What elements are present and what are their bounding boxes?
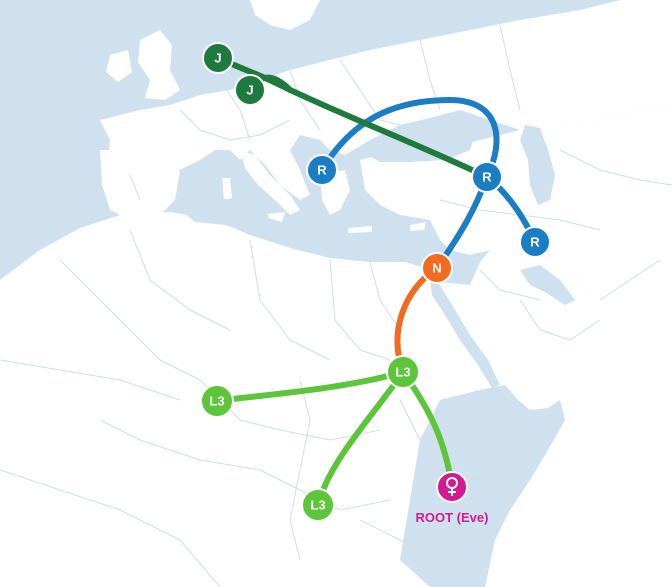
border-line bbox=[129, 174, 141, 201]
middle-east-land bbox=[360, 105, 672, 330]
node-label: R bbox=[317, 163, 327, 178]
route-r-to-j bbox=[215, 55, 490, 180]
route-l3-to-west bbox=[214, 369, 406, 404]
europe-land bbox=[100, 0, 672, 200]
node-label: R bbox=[482, 170, 492, 185]
root-caption: ROOT (Eve) bbox=[416, 510, 489, 525]
border-line bbox=[459, 429, 531, 451]
node-root[interactable] bbox=[436, 471, 468, 503]
border-line bbox=[289, 379, 311, 561]
border-line bbox=[59, 259, 201, 381]
border-line bbox=[559, 149, 672, 186]
node-n1[interactable]: N bbox=[421, 252, 453, 284]
italy-land bbox=[240, 150, 300, 215]
border-line bbox=[99, 419, 261, 471]
border-line bbox=[599, 259, 661, 301]
iberia-land bbox=[100, 150, 180, 220]
node-label: J bbox=[214, 51, 221, 66]
route-r-loop-to-balkans bbox=[319, 97, 500, 180]
node-r3[interactable]: R bbox=[519, 226, 551, 258]
node-l3-south[interactable]: L3 bbox=[301, 488, 335, 522]
border-line bbox=[369, 261, 401, 331]
caspian-sea bbox=[520, 125, 555, 205]
border-line bbox=[0, 469, 221, 587]
node-l3-center[interactable]: L3 bbox=[386, 355, 420, 389]
node-label: R bbox=[530, 235, 540, 250]
node-j1[interactable]: J bbox=[202, 42, 234, 74]
node-label: L3 bbox=[209, 394, 224, 409]
border-line bbox=[499, 24, 521, 111]
border-line bbox=[249, 239, 331, 361]
border-line bbox=[339, 59, 401, 126]
crete-land bbox=[348, 226, 372, 233]
ireland-land bbox=[106, 50, 132, 82]
node-label: L3 bbox=[395, 365, 410, 380]
britain-land bbox=[138, 30, 180, 100]
border-line bbox=[289, 69, 321, 131]
sardinia-land bbox=[222, 178, 232, 200]
persian-gulf bbox=[520, 265, 575, 305]
node-label: L3 bbox=[310, 498, 325, 513]
mediterranean-sea bbox=[175, 195, 440, 262]
border-line bbox=[329, 259, 391, 361]
node-label: J bbox=[246, 83, 253, 98]
haplogroup-nodes: J J R R R N L3 L3 bbox=[200, 42, 551, 525]
node-l3-west[interactable]: L3 bbox=[200, 384, 234, 418]
red-sea bbox=[430, 280, 500, 388]
cyprus-land bbox=[410, 222, 426, 231]
border-line bbox=[129, 229, 231, 331]
border-line bbox=[0, 359, 181, 401]
border-line bbox=[219, 79, 251, 141]
node-r1[interactable]: R bbox=[306, 154, 338, 186]
node-r2[interactable]: R bbox=[471, 161, 503, 193]
border-line bbox=[359, 519, 471, 587]
scandinavia-land bbox=[250, 0, 320, 30]
socotra-land bbox=[590, 408, 605, 415]
border-line bbox=[519, 299, 601, 341]
node-j2[interactable]: J bbox=[234, 74, 266, 106]
node-label: N bbox=[432, 261, 441, 276]
border-line bbox=[179, 109, 291, 141]
border-line bbox=[479, 269, 541, 301]
female-symbol-icon bbox=[446, 477, 458, 496]
